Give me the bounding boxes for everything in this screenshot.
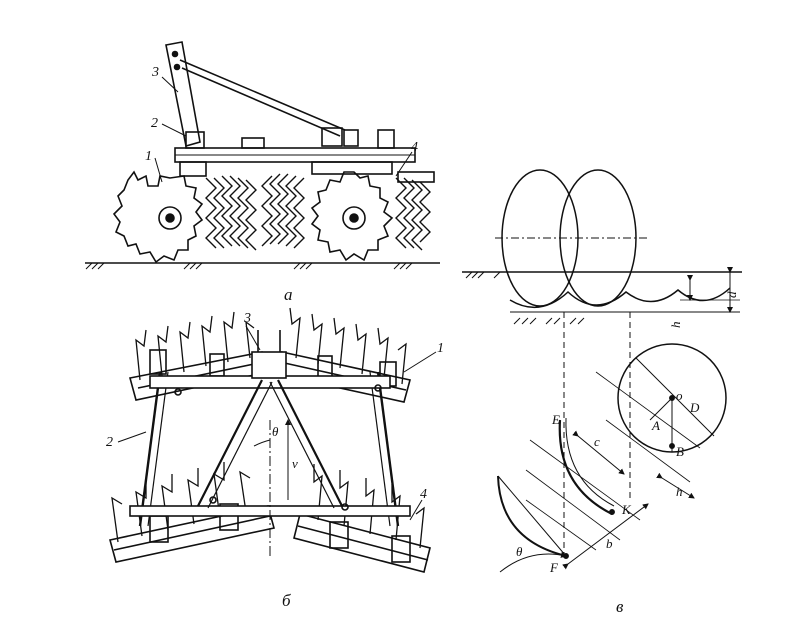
dim-b [562,503,649,570]
part-label-3: 3 [243,311,251,326]
notched-disc-rear [310,171,394,262]
point-label-K: K [621,502,632,517]
disc-stack-2 [261,173,305,249]
dim-h-plan [656,472,695,499]
notched-disc-front [112,170,204,264]
beam-bracket [241,137,265,149]
part-label-4: 4 [411,140,418,155]
point-label-E: E [551,412,560,427]
panel-a-side-view [85,41,440,270]
point-label-o: o [676,388,683,403]
center-hitch [251,351,287,379]
angle-theta-label: θ [516,544,523,559]
point-label-F: F [549,560,559,575]
point-label-D: D [689,400,700,415]
panel-b-plan-view [109,307,437,573]
ground-hatching [85,262,413,270]
side-rail-left [138,371,162,527]
part-label-3: 3 [151,65,159,80]
gang-lower-left [109,462,275,563]
part-label-4: 4 [420,487,427,502]
segment-label-b: b [606,536,613,551]
disc-stack-3 [395,177,431,251]
velocity-label: v [292,456,298,471]
segment-label-c: c [594,434,600,449]
part-label-2: 2 [106,435,113,450]
point-label-A: A [651,418,660,433]
panel-b-labels: 3 1 2 4 θ v б [106,311,444,610]
dim-c [572,430,625,475]
panel-c-geometry [462,169,742,573]
furrow-wedge [497,475,567,557]
dim-label-d: d [724,291,739,298]
hitch-post [165,41,201,148]
panel-a-labels: 3 2 1 4 а [145,65,418,304]
hitch-brace [179,59,346,131]
segment-label-h: h [676,484,683,499]
side-rail-right [376,371,400,527]
surface-hatching [465,271,585,325]
furrow-profile [509,287,731,309]
panel-c-labels: d h o D A B E c K h b θ F в [516,291,739,616]
disc-stack-1 [205,175,257,251]
angle-arc [253,439,271,447]
caption-b: б [282,591,291,610]
dim-label-h: h [668,322,683,329]
caption-c: в [616,597,624,616]
caption-a: а [284,285,293,304]
part-label-1: 1 [437,341,444,356]
angle-theta-label: θ [272,424,279,439]
part-label-1: 1 [145,149,152,164]
gang-lower-right [293,464,431,573]
angle-theta-arc [499,551,567,573]
part-label-2: 2 [151,116,158,131]
beam-bracket [377,129,395,149]
point-label-B: B [676,444,684,459]
